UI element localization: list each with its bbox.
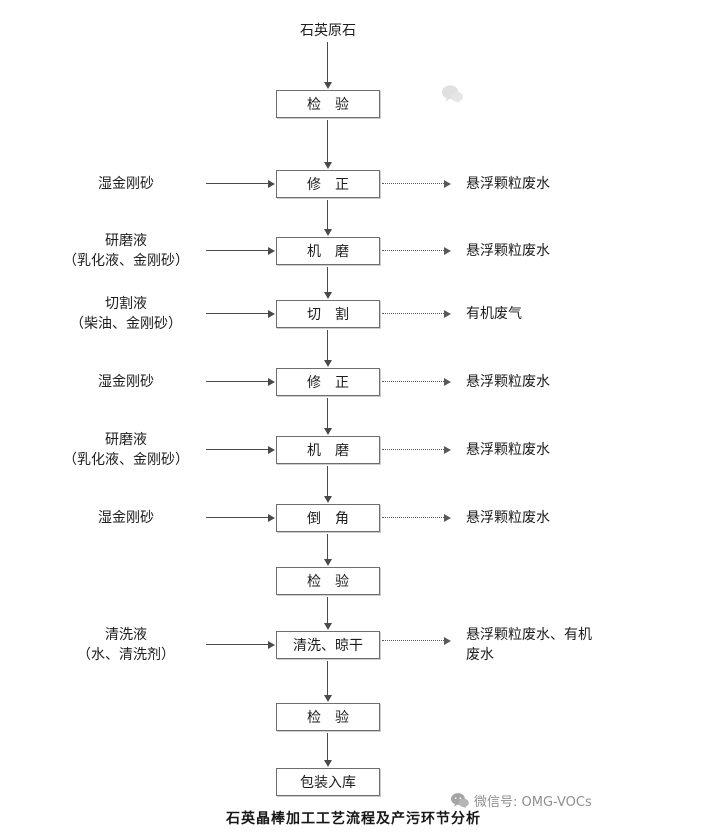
- flow-arrow-7: [323, 466, 332, 503]
- output-line: 悬浮颗粒废水: [466, 510, 550, 526]
- output-label-3: 有机废气: [466, 304, 692, 324]
- input-line: 切割液: [105, 296, 147, 312]
- box-inspect-2: 检 验: [276, 567, 380, 595]
- flow-arrow-2: [323, 120, 332, 169]
- output-arrow-4: [382, 377, 451, 386]
- box-cut: 切 割: [276, 300, 380, 328]
- output-arrow-5: [382, 445, 451, 454]
- input-label-4: 湿金刚砂: [20, 372, 232, 392]
- source-node: 石英原石: [300, 23, 356, 39]
- input-line: 研磨液: [105, 233, 147, 249]
- output-label-1: 悬浮颗粒废水: [466, 174, 692, 194]
- input-line: 清洗液: [105, 627, 147, 643]
- input-line: 湿金刚砂: [98, 374, 154, 390]
- flow-arrow-10: [323, 661, 332, 702]
- input-arrow-4: [206, 377, 275, 386]
- output-line: 有机废气: [466, 306, 522, 322]
- input-arrow-1: [206, 179, 275, 188]
- output-arrow-6: [382, 513, 451, 522]
- output-line: 悬浮颗粒废水、有机: [466, 627, 592, 643]
- output-line: 悬浮颗粒废水: [466, 442, 550, 458]
- input-label-2: 研磨液 （乳化液、金刚砂）: [20, 231, 232, 271]
- box-grind-1: 机 磨: [276, 237, 380, 265]
- input-label-7: 清洗液 （水、清洗剂）: [20, 625, 232, 665]
- input-label-6: 湿金刚砂: [20, 508, 232, 528]
- box-inspect-3: 检 验: [276, 703, 380, 731]
- flow-arrow-8: [323, 534, 332, 566]
- output-arrow-1: [382, 179, 451, 188]
- output-line: 悬浮颗粒废水: [466, 374, 550, 390]
- box-inspect-1: 检 验: [276, 90, 380, 118]
- flow-arrow-1: [323, 42, 332, 89]
- box-grind-2: 机 磨: [276, 436, 380, 464]
- box-trim-1: 修 正: [276, 170, 380, 198]
- watermark-text: 微信号: OMG-VOCs: [474, 795, 592, 810]
- output-label-7: 悬浮颗粒废水、有机 废水: [466, 625, 692, 665]
- input-line: 研磨液: [105, 432, 147, 448]
- output-arrow-3: [382, 309, 451, 318]
- flow-arrow-5: [323, 330, 332, 367]
- input-line: （乳化液、金刚砂）: [63, 452, 189, 468]
- wechat-icon-faint: [441, 84, 463, 108]
- flow-arrow-4: [323, 267, 332, 299]
- input-line: 湿金刚砂: [98, 176, 154, 192]
- output-label-5: 悬浮颗粒废水: [466, 440, 692, 460]
- wechat-icon: [450, 792, 469, 809]
- input-arrow-5: [206, 445, 275, 454]
- box-package: 包装入库: [276, 768, 380, 796]
- output-label-2: 悬浮颗粒废水: [466, 241, 692, 261]
- input-label-5: 研磨液 （乳化液、金刚砂）: [20, 430, 232, 470]
- box-chamfer: 倒 角: [276, 504, 380, 532]
- input-line: （乳化液、金刚砂）: [63, 253, 189, 269]
- input-arrow-3: [206, 309, 275, 318]
- output-label-6: 悬浮颗粒废水: [466, 508, 692, 528]
- output-arrow-2: [382, 246, 451, 255]
- output-arrow-7: [382, 636, 451, 645]
- flow-arrow-11: [323, 733, 332, 767]
- input-line: （柴油、金刚砂）: [70, 316, 182, 332]
- box-trim-2: 修 正: [276, 368, 380, 396]
- flow-arrow-9: [323, 597, 332, 630]
- flow-arrow-3: [323, 200, 332, 236]
- input-arrow-7: [206, 640, 275, 649]
- box-clean-dry: 清洗、晾干: [276, 631, 380, 659]
- input-label-1: 湿金刚砂: [20, 174, 232, 194]
- flow-arrow-6: [323, 398, 332, 435]
- input-line: 湿金刚砂: [98, 510, 154, 526]
- output-line: 废水: [466, 647, 494, 663]
- output-line: 悬浮颗粒废水: [466, 243, 550, 259]
- caption: 石英晶棒加工工艺流程及产污环节分析: [226, 811, 481, 827]
- input-label-3: 切割液 （柴油、金刚砂）: [20, 294, 232, 334]
- watermark: 微信号: OMG-VOCs: [450, 791, 592, 810]
- output-line: 悬浮颗粒废水: [466, 176, 550, 192]
- input-arrow-2: [206, 246, 275, 255]
- input-line: （水、清洗剂）: [77, 647, 175, 663]
- output-label-4: 悬浮颗粒废水: [466, 372, 692, 392]
- input-arrow-6: [206, 513, 275, 522]
